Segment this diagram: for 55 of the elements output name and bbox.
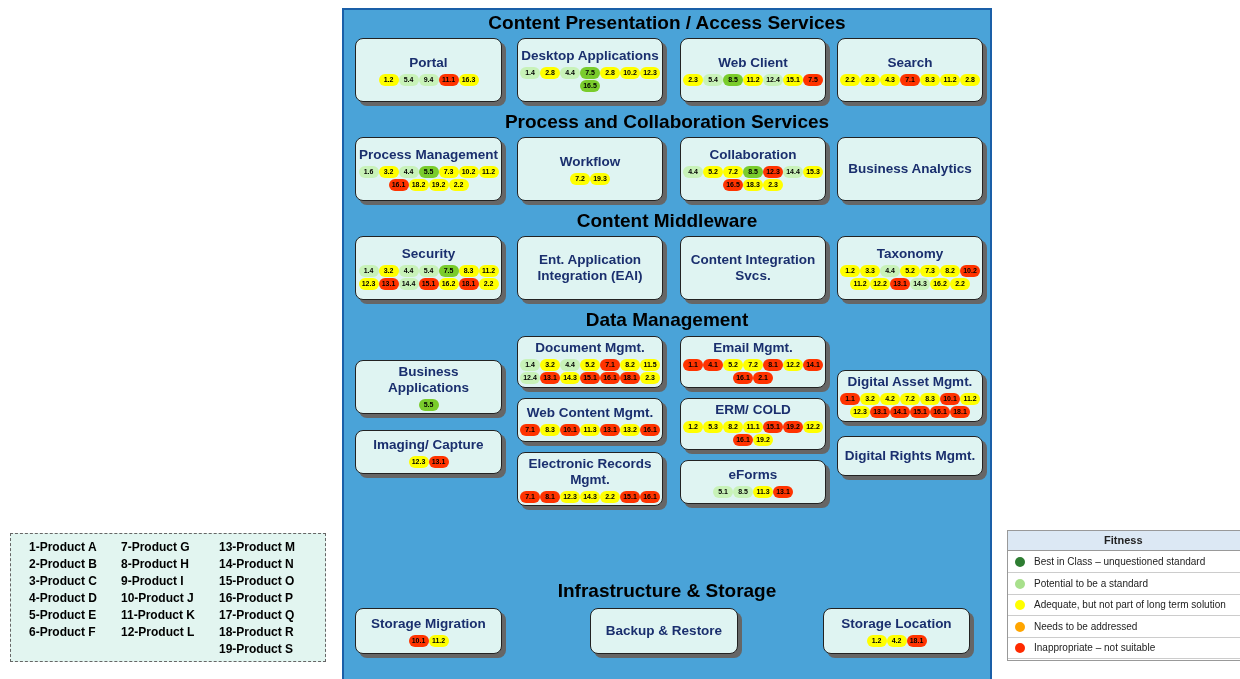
legend-text: Inappropriate – not suitable: [1034, 642, 1156, 653]
box-label: Ent. Application Integration (EAI): [536, 252, 644, 284]
box-label: Web Content Mgmt.: [526, 404, 654, 421]
legend-text: Needs to be addressed: [1034, 620, 1138, 632]
product-key: 11-Product K: [121, 608, 195, 622]
box-label: Search: [887, 54, 933, 71]
legend-title: Fitness: [1104, 534, 1143, 546]
box-label: Digital Asset Mgmt.: [847, 374, 973, 390]
box-label: eForms: [728, 466, 778, 483]
legend-text: Best in Class – unquestioned standard: [1034, 556, 1206, 567]
product-key: 12-Product L: [121, 625, 195, 639]
product-key: 16-Product P: [219, 591, 293, 605]
box-label: Electronic Records Mgmt.: [527, 455, 653, 488]
product-key: 1-Product A: [29, 540, 97, 554]
layer-title: Content Middleware: [576, 210, 758, 232]
legend-text: Potential to be a standard: [1034, 577, 1148, 589]
box-label: Digital Rights Mgmt.: [844, 448, 976, 464]
legend-text: Adequate, but not part of long term solution: [1034, 599, 1226, 610]
box-label: Taxonomy: [876, 246, 944, 262]
box-label: Process Management: [359, 147, 498, 163]
layer-title: Process and Collaboration Services: [504, 111, 830, 133]
product-key: 10-Product J: [121, 591, 194, 605]
box-label: Document Mgmt.: [535, 340, 645, 356]
box-label: Imaging/ Capture: [373, 436, 484, 453]
box-label: Business Applications: [387, 363, 470, 396]
layer-title: Content Presentation / Access Services: [488, 12, 846, 34]
product-key: 6-Product F: [29, 625, 96, 639]
product-key: 8-Product H: [121, 557, 189, 571]
product-key: 14-Product N: [219, 557, 294, 571]
box-label: Web Client: [718, 54, 788, 71]
box-label: Backup & Restore: [605, 623, 723, 639]
product-key: 3-Product C: [29, 574, 97, 588]
box-label: Business Analytics: [848, 161, 972, 177]
box-label: Content Integration Svcs.: [689, 252, 817, 284]
product-key: 18-Product R: [219, 625, 294, 639]
box-label: Collaboration: [709, 147, 797, 163]
box-label: ERM/ COLD: [715, 402, 791, 418]
box-label: Security: [401, 246, 456, 262]
product-key: 13-Product M: [219, 540, 295, 554]
product-key: 19-Product S: [219, 642, 293, 656]
box-label: Storage Location: [841, 615, 952, 632]
product-key: 4-Product D: [29, 591, 97, 605]
product-key: 2-Product B: [29, 557, 97, 571]
product-key: 15-Product O: [219, 574, 295, 588]
box-label: Workflow: [559, 153, 621, 170]
product-key: 7-Product G: [121, 540, 190, 554]
layer-title: Infrastructure & Storage: [557, 580, 777, 602]
product-key: 9-Product I: [121, 574, 184, 588]
product-key: 17-Product Q: [219, 608, 295, 622]
box-label: Portal: [409, 54, 448, 71]
box-label: Storage Migration: [371, 615, 486, 632]
box-label: Email Mgmt.: [713, 340, 793, 356]
box-label: Desktop Applications: [521, 48, 659, 64]
layer-title: Data Management: [585, 309, 749, 331]
product-key: 5-Product E: [29, 608, 97, 622]
